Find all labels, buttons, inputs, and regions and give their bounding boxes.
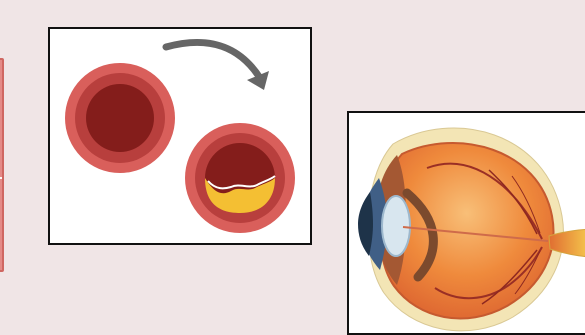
curved-arrow-icon: [166, 42, 269, 90]
artery-illustration-panel: [48, 27, 312, 245]
side-card-divider: [0, 177, 2, 179]
eye-anatomy-panel: [347, 111, 585, 335]
artery-illustration: [50, 29, 310, 243]
eye-anatomy-icon: [349, 113, 585, 333]
partial-side-card: [0, 58, 4, 272]
plaque-artery-icon: [185, 123, 295, 233]
healthy-artery-icon: [65, 63, 175, 173]
